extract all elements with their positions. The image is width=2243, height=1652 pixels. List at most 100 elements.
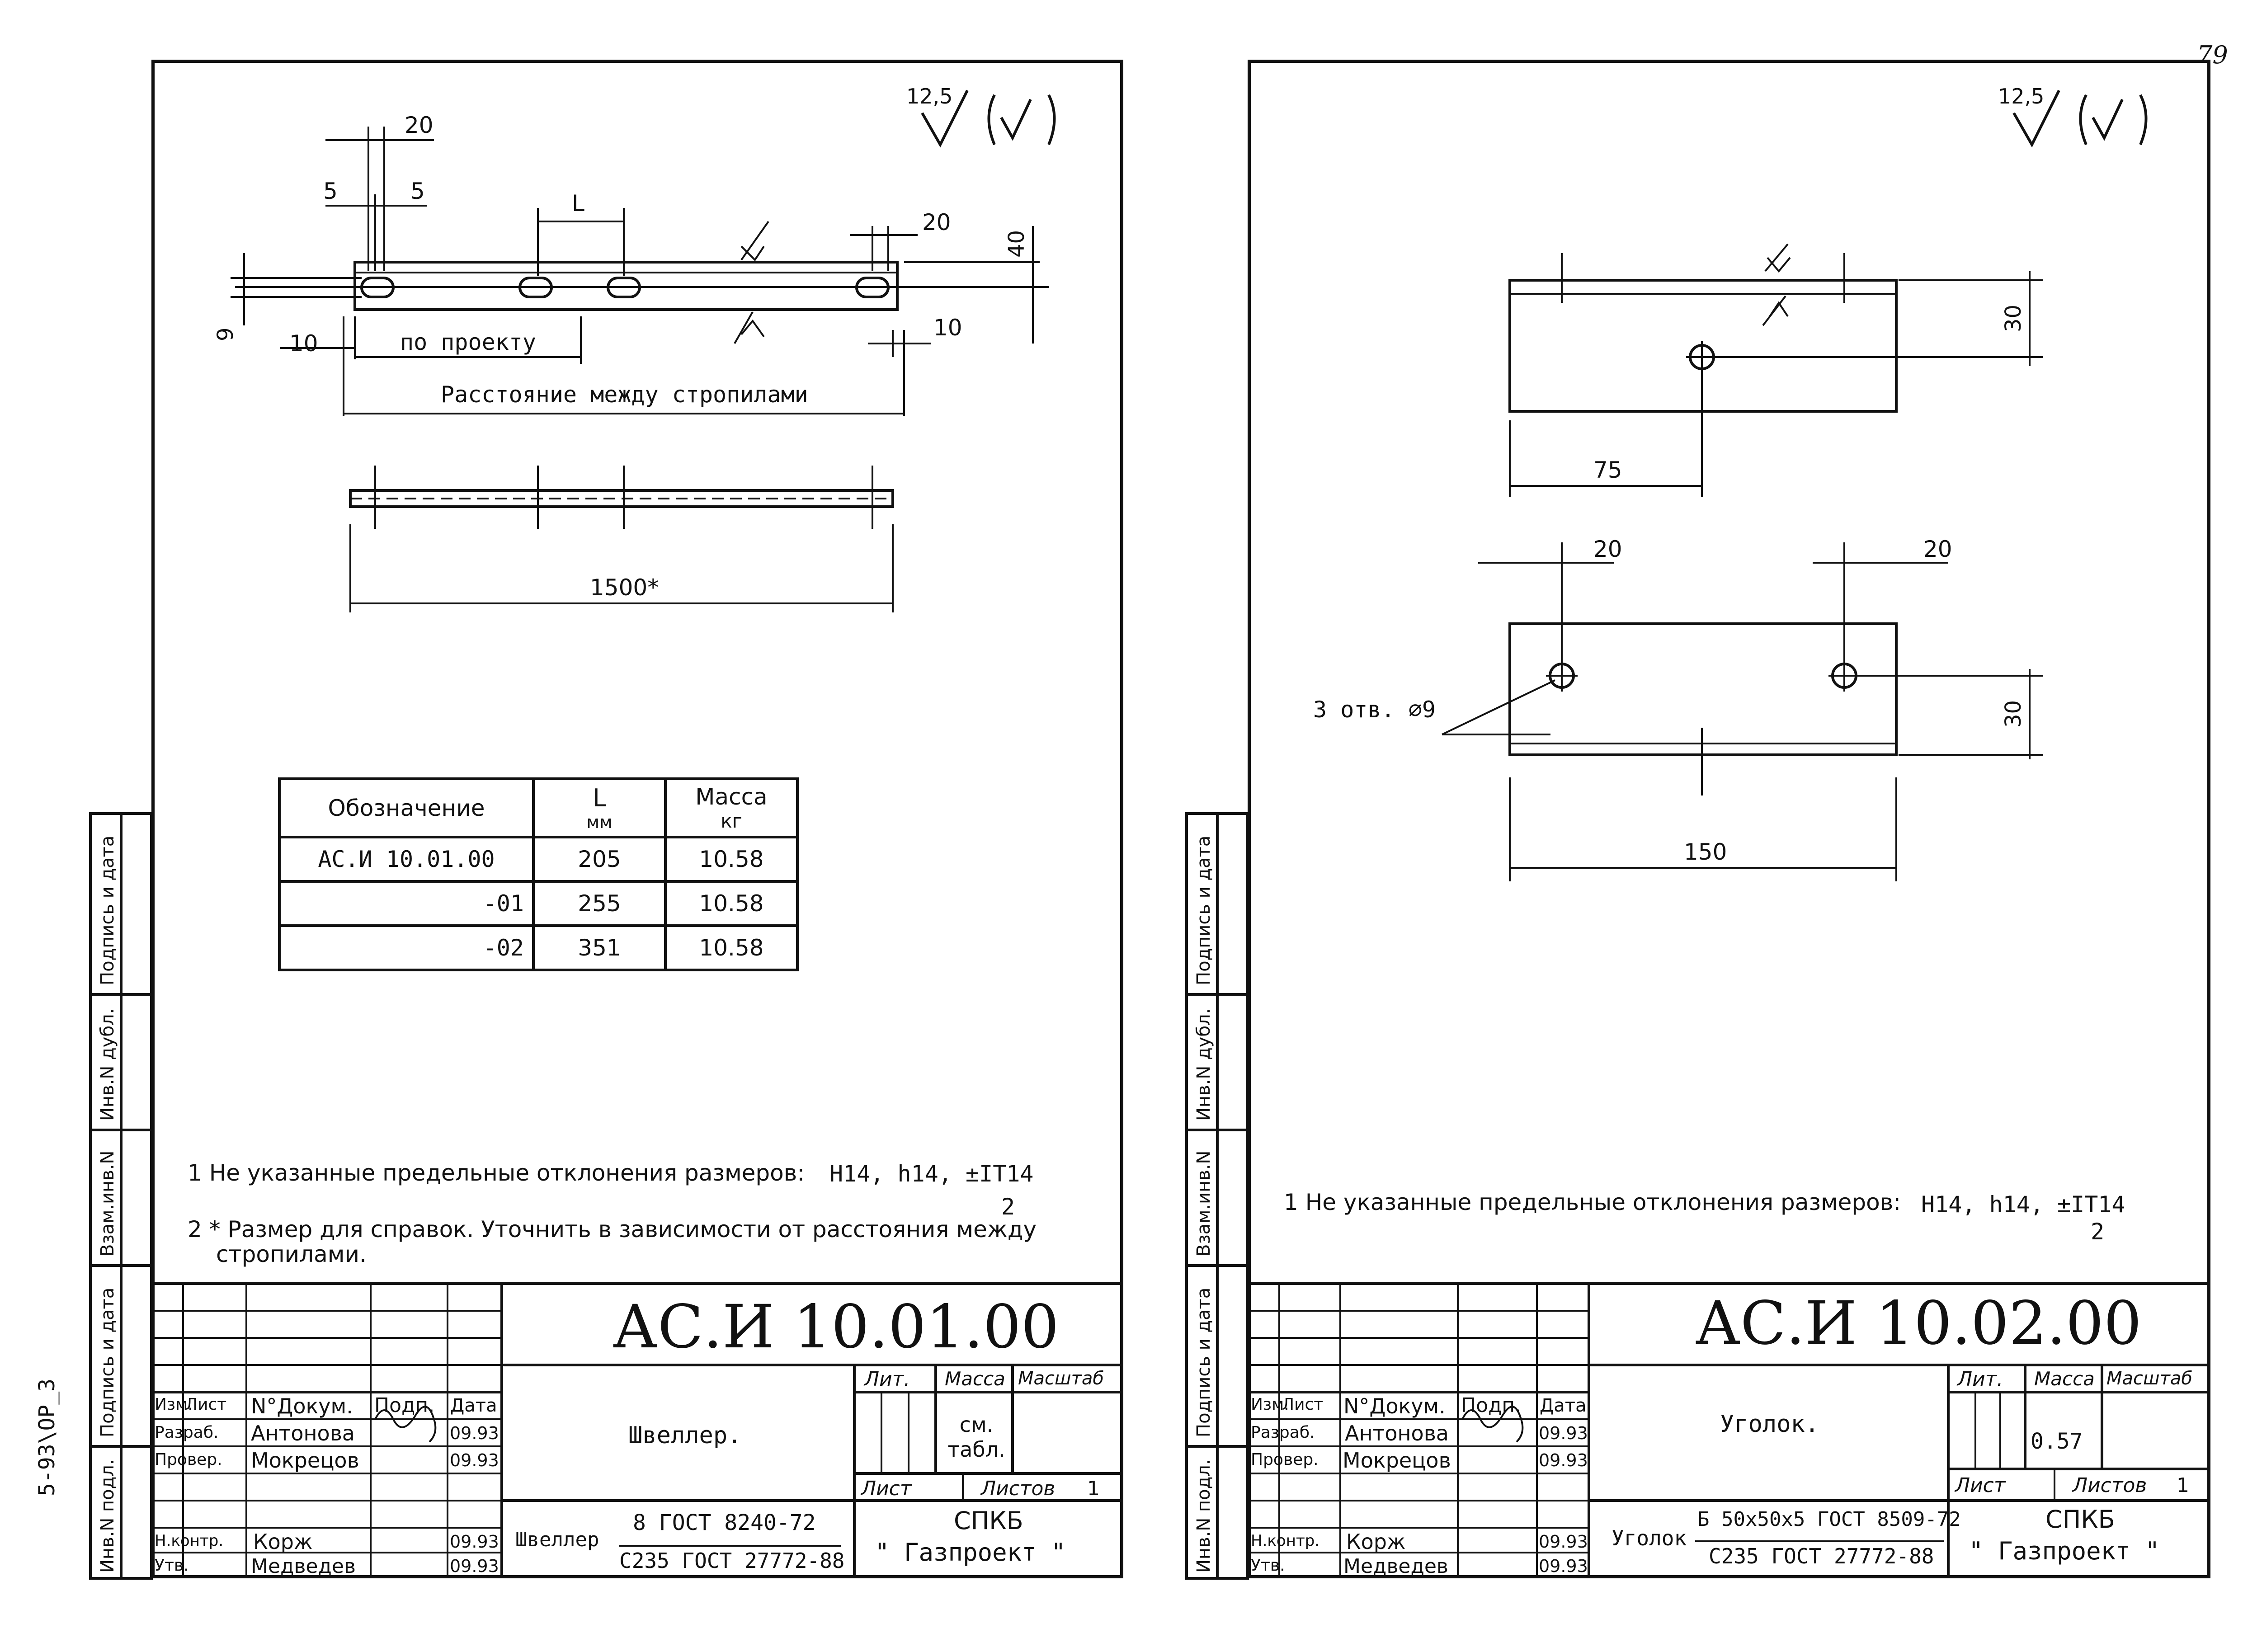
right-sheets-label: Листов bbox=[2073, 1474, 2147, 1497]
left-role-1: Разраб. bbox=[155, 1423, 219, 1442]
table-header-mass: Масса кг bbox=[664, 777, 799, 838]
signature-mark bbox=[1461, 1406, 1524, 1443]
left-role-3: Н.контр. bbox=[155, 1532, 224, 1550]
left-sheet-label: Лист bbox=[861, 1477, 912, 1500]
left-mass-label: Масса bbox=[945, 1368, 1005, 1390]
left-head-izm: Изм. bbox=[155, 1395, 193, 1414]
header-label: L bbox=[592, 784, 607, 812]
left-roughness-value: 12,5 bbox=[906, 84, 953, 108]
left-person-4: Медведев bbox=[251, 1555, 356, 1578]
left-date-1: 09.93 bbox=[450, 1423, 499, 1443]
left-sheets-value: 1 bbox=[1087, 1477, 1100, 1500]
cell-mass: 10.58 bbox=[664, 880, 799, 927]
left-note-2: 2 * Размер для справок. Уточнить в завис… bbox=[188, 1216, 1037, 1243]
left-person-1: Антонова bbox=[251, 1421, 355, 1445]
right-head-date: Дата bbox=[1540, 1395, 1587, 1416]
dim-10-left: 10 bbox=[289, 330, 318, 357]
left-person-3: Корж bbox=[253, 1530, 313, 1554]
dim-75: 75 bbox=[1593, 457, 1622, 483]
cell-mass: 10.58 bbox=[664, 924, 799, 971]
right-mass-value: 0.57 bbox=[2031, 1429, 2083, 1454]
header-unit: кг bbox=[721, 810, 742, 832]
left-role-4: Утв. bbox=[155, 1556, 189, 1575]
right-note-1-denominator: 2 bbox=[2091, 1219, 2105, 1245]
right-roughness-value: 12,5 bbox=[1998, 84, 2045, 108]
left-note-1-tolerance: H14, h14, ±IT14 bbox=[829, 1161, 1034, 1187]
left-head-doc: N°Докум. bbox=[251, 1394, 353, 1418]
right-note-1-tolerance: H14, h14, ±IT14 bbox=[1921, 1191, 2125, 1218]
left-head-sign: Подп. bbox=[374, 1394, 435, 1417]
cell-mass: 10.58 bbox=[664, 836, 799, 883]
left-note-1-denominator: 2 bbox=[1001, 1194, 1015, 1220]
dim-L: L bbox=[572, 190, 584, 217]
header-label: Обозначение bbox=[328, 795, 485, 821]
header-unit: мм bbox=[586, 812, 613, 832]
right-material-label: Уголок bbox=[1612, 1526, 1687, 1550]
right-head-list: Лист bbox=[1282, 1395, 1324, 1414]
left-date-2: 09.93 bbox=[450, 1450, 499, 1470]
right-lit-label: Лит. bbox=[1957, 1368, 2003, 1391]
left-material-line-2: С235 ГОСТ 27772-88 bbox=[619, 1548, 845, 1573]
left-material-line-1: 8 ГОСТ 8240-72 bbox=[633, 1510, 816, 1535]
right-doc-name: Уголок. bbox=[1720, 1411, 1819, 1438]
dim-po-proektu: по проекту bbox=[400, 329, 537, 355]
right-date-2: 09.93 bbox=[1539, 1450, 1588, 1470]
left-date-4: 09.93 bbox=[450, 1556, 499, 1576]
cell-L: 255 bbox=[532, 880, 667, 927]
right-role-2: Провер. bbox=[1251, 1450, 1319, 1469]
table-header-row: Обозначение L мм Масса кг bbox=[278, 777, 799, 838]
right-person-1: Антонова bbox=[1345, 1421, 1449, 1445]
table-header-designation: Обозначение bbox=[278, 777, 535, 838]
right-sheet bbox=[1248, 60, 2210, 1578]
right-role-1: Разраб. bbox=[1251, 1423, 1315, 1442]
cell-L: 351 bbox=[532, 924, 667, 971]
right-role-3: Н.контр. bbox=[1251, 1532, 1320, 1550]
right-person-3: Корж bbox=[1346, 1530, 1406, 1554]
cell-designation: АС.И 10.01.00 bbox=[278, 836, 535, 883]
table-row: -02 351 10.58 bbox=[278, 924, 799, 971]
left-role-2: Провер. bbox=[155, 1450, 222, 1469]
right-org-line-2: " Газпроект " bbox=[1969, 1537, 2160, 1565]
cell-designation: -02 bbox=[278, 924, 535, 971]
right-note-1: 1 Не указанные предельные отклонения раз… bbox=[1284, 1189, 1901, 1215]
left-doc-code: АС.И 10.01.00 bbox=[613, 1292, 1059, 1362]
left-mass-value: см. табл. bbox=[947, 1412, 1005, 1462]
right-sheets-value: 1 bbox=[2177, 1474, 2189, 1497]
right-material-line-1: Б 50x50x5 ГОСТ 8509-72 bbox=[1697, 1508, 1961, 1531]
left-head-date: Дата bbox=[450, 1395, 497, 1416]
right-sheet-label: Лист bbox=[1955, 1474, 2006, 1497]
left-material-label: Швеллер bbox=[515, 1528, 599, 1551]
signature-mark bbox=[374, 1406, 437, 1443]
right-person-2: Мокрецов bbox=[1343, 1448, 1451, 1473]
right-date-1: 09.93 bbox=[1539, 1423, 1588, 1443]
table-row: АС.И 10.01.00 205 10.58 bbox=[278, 836, 799, 883]
spec-table: Обозначение L мм Масса кг АС.И 10.01.00 … bbox=[278, 777, 799, 971]
dim-10-right: 10 bbox=[933, 315, 962, 341]
right-head-doc: N°Докум. bbox=[1343, 1394, 1446, 1418]
slot-holes bbox=[360, 277, 890, 298]
left-date-3: 09.93 bbox=[450, 1532, 499, 1552]
dim-20-right: 20 bbox=[922, 209, 951, 235]
header-label: Масса bbox=[695, 784, 768, 810]
dim-20-left-r: 20 bbox=[1593, 536, 1622, 562]
left-note-1: 1 Не указанные предельные отклонения раз… bbox=[188, 1160, 805, 1186]
right-person-4: Медведев bbox=[1343, 1555, 1448, 1578]
right-scale-label: Масштаб bbox=[2106, 1368, 2193, 1389]
left-doc-name: Швеллер. bbox=[628, 1422, 742, 1449]
right-material-line-2: С235 ГОСТ 27772-88 bbox=[1709, 1544, 1934, 1568]
right-mass-label: Масса bbox=[2034, 1368, 2095, 1390]
cell-designation: -01 bbox=[278, 880, 535, 927]
dim-5-right: 5 bbox=[410, 178, 425, 204]
left-org-line-1: СПКБ bbox=[954, 1506, 1023, 1535]
left-head-list: Лист bbox=[185, 1395, 227, 1414]
dim-20-top: 20 bbox=[405, 112, 434, 138]
dim-holes: 3 отв. ⌀9 bbox=[1313, 697, 1436, 723]
dim-5-left: 5 bbox=[323, 178, 338, 204]
dim-rafter-spacing: Расстояние между стропилами bbox=[441, 381, 808, 408]
